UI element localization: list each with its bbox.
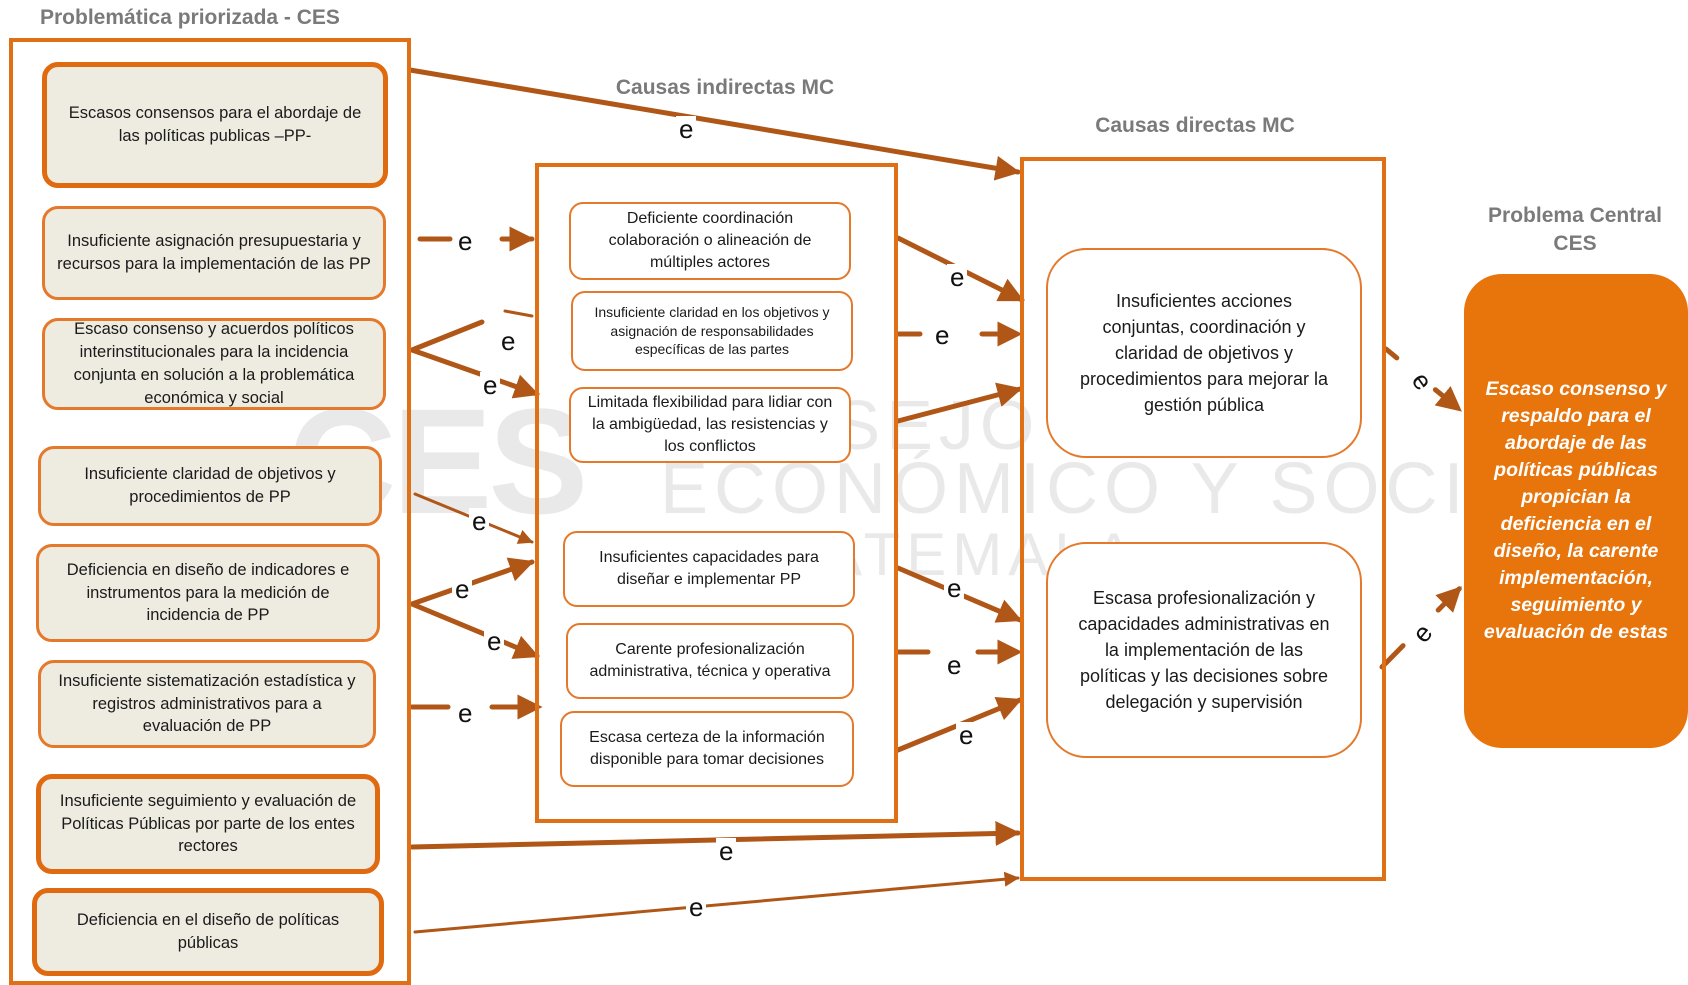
edge-label: e	[944, 575, 965, 601]
indirect-cause-box: Insuficientes capacidades para diseñar e…	[563, 531, 855, 607]
problem-box: Deficiencia en el diseño de políticas pú…	[32, 888, 384, 976]
problems-frame	[9, 38, 411, 985]
problem-text: Escaso consenso y acuerdos políticos int…	[73, 320, 355, 407]
arrow-d1-central	[1383, 346, 1463, 413]
problem-text: Insuficiente seguimiento y evaluación de…	[59, 791, 357, 856]
edge-label: e	[1405, 616, 1439, 650]
problem-text: Insuficiente claridad de objetivos y pro…	[84, 465, 336, 506]
indirect-cause-box: Escasa certeza de la información disponi…	[560, 711, 854, 787]
problem-box: Insuficiente seguimiento y evaluación de…	[36, 774, 380, 874]
problem-box: Deficiencia en diseño de indicadores e i…	[36, 544, 380, 642]
indirect-cause-box: Carente profesionalización administrativ…	[566, 623, 854, 699]
arrow-p1-direct	[407, 67, 1021, 181]
problem-text: Deficiencia en el diseño de políticas pú…	[76, 911, 340, 952]
central-problem-text: Escaso consenso y respaldo para el abord…	[1483, 378, 1669, 643]
indirect-cause-box: Limitada flexibilidad para lidiar con la…	[569, 387, 851, 463]
edge-label: e	[455, 228, 476, 254]
arrow-d2-central	[1379, 585, 1463, 670]
arrow-p3-down	[409, 347, 540, 399]
heading-causas-indirectas: Causas indirectas MC	[615, 76, 835, 99]
problem-box: Insuficiente asignación presupuestaria y…	[42, 206, 386, 300]
indirect-cause-text: Carente profesionalización administrativ…	[589, 640, 831, 680]
problem-text: Escasos consensos para el abordaje de la…	[68, 104, 362, 145]
edge-label: e	[498, 328, 519, 354]
arrow-p5-down	[409, 601, 540, 659]
problem-box: Insuficiente sistematización estadística…	[38, 660, 376, 748]
direct-cause-text: Insuficientes acciones conjuntas, coordi…	[1079, 290, 1329, 416]
edge-label: e	[686, 894, 707, 920]
indirect-cause-text: Escasa certeza de la información disponi…	[589, 728, 825, 768]
problem-text: Insuficiente sistematización estadística…	[58, 671, 356, 736]
direct-cause-box: Insuficientes acciones conjuntas, coordi…	[1046, 248, 1362, 458]
indirect-cause-text: Limitada flexibilidad para lidiar con la…	[587, 393, 833, 456]
edge-label: e	[484, 628, 505, 654]
edge-label: e	[944, 652, 965, 678]
problem-box: Insuficiente claridad de objetivos y pro…	[38, 446, 382, 526]
direct-cause-text: Escasa profesionalización y capacidades …	[1078, 587, 1330, 713]
arrow-p8-direct	[413, 871, 1020, 934]
edge-label: e	[455, 700, 476, 726]
indirect-cause-text: Insuficiente claridad en los objetivos y…	[594, 303, 830, 358]
edge-label: e	[452, 576, 473, 602]
edge-label: e	[1405, 365, 1439, 397]
edge-label: e	[956, 722, 977, 748]
edge-label: e	[480, 372, 501, 398]
edge-label: e	[932, 322, 953, 348]
direct-cause-box: Escasa profesionalización y capacidades …	[1046, 542, 1362, 758]
edge-label: e	[469, 508, 490, 534]
indirect-cause-text: Insuficientes capacidades para diseñar e…	[599, 548, 819, 588]
indirect-cause-text: Deficiente coordinación colaboración o a…	[608, 209, 812, 272]
indirect-cause-box: Insuficiente claridad en los objetivos y…	[571, 291, 853, 371]
problem-box: Escaso consenso y acuerdos políticos int…	[42, 318, 386, 410]
central-problem-box: Escaso consenso y respaldo para el abord…	[1464, 274, 1688, 748]
heading-problematica: Problemática priorizada - CES	[40, 6, 340, 29]
edge-label: e	[676, 116, 697, 142]
arrow-p3-tick	[503, 309, 534, 318]
arrow-p7-direct	[409, 821, 1021, 850]
indirect-causes-frame	[535, 163, 898, 823]
problem-text: Insuficiente asignación presupuestaria y…	[57, 232, 371, 273]
heading-causas-directas: Causas directas MC	[1095, 114, 1295, 137]
indirect-cause-box: Deficiente coordinación colaboración o a…	[569, 202, 851, 280]
arrow-p3-up	[409, 319, 485, 353]
edge-label: e	[947, 264, 968, 290]
edge-label: e	[716, 838, 737, 864]
problem-text: Deficiencia en diseño de indicadores e i…	[66, 560, 350, 625]
problem-box: Escasos consensos para el abordaje de la…	[42, 62, 388, 188]
arrow-i3-d1	[895, 382, 1023, 424]
heading-problema-central: Problema Central CES	[1488, 204, 1662, 256]
direct-causes-frame	[1020, 157, 1386, 881]
